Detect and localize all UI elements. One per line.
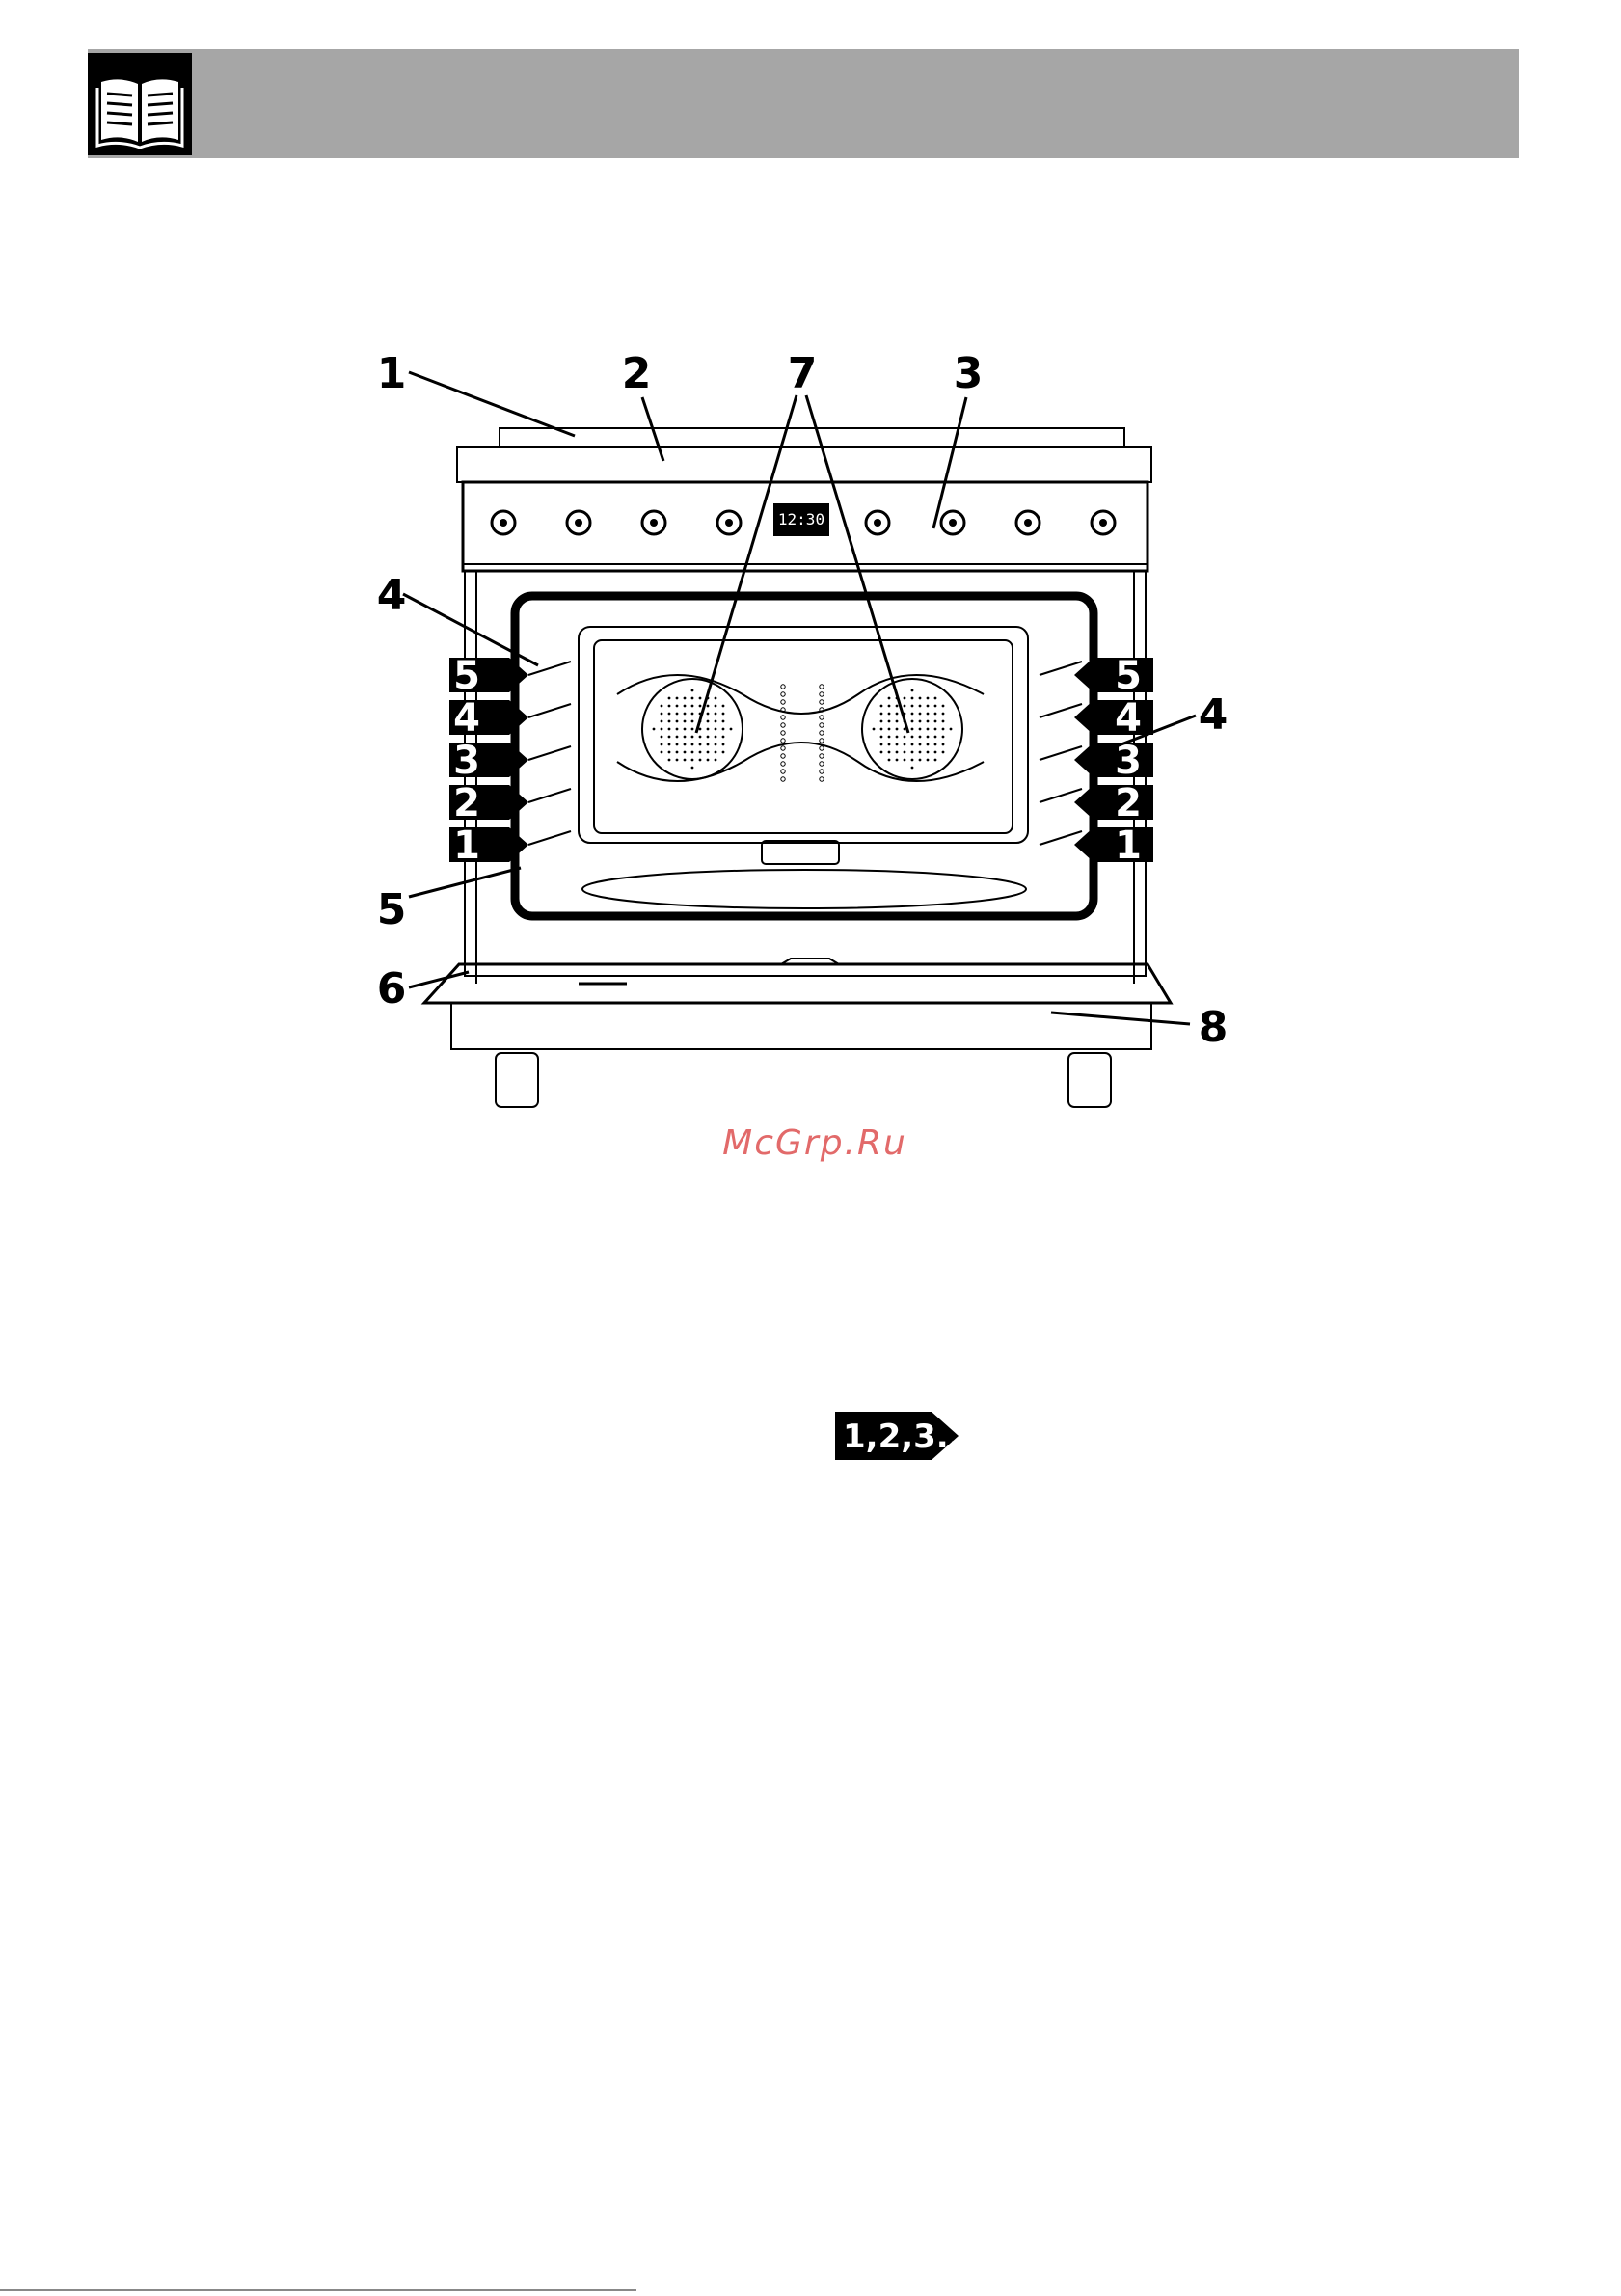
callout-3: 3 bbox=[954, 349, 984, 398]
hob-rim bbox=[457, 447, 1151, 482]
watermark: McGrp.Ru bbox=[675, 1123, 955, 1163]
level-tag-left-label: 3 bbox=[453, 739, 480, 783]
level-tag-left-label: 4 bbox=[453, 696, 480, 741]
foot-left bbox=[496, 1053, 538, 1107]
callout-4-right: 4 bbox=[1199, 690, 1229, 740]
hob-top bbox=[500, 428, 1124, 447]
level-tag-left-label: 2 bbox=[453, 781, 480, 825]
level-tag-right-label: 1 bbox=[1115, 824, 1142, 868]
level-tag-left-label: 1 bbox=[453, 824, 480, 868]
callout-6: 6 bbox=[377, 964, 407, 1013]
level-tag-right: 2 bbox=[1074, 781, 1153, 825]
sequence-tag-text: 1,2,3.. bbox=[843, 1418, 960, 1456]
oven-cavity bbox=[515, 596, 1094, 916]
callout-8: 8 bbox=[1199, 1003, 1229, 1052]
callout-5: 5 bbox=[377, 885, 407, 934]
level-tag-right: 4 bbox=[1074, 696, 1153, 741]
level-tag-right-label: 2 bbox=[1115, 781, 1142, 825]
callout-4-left: 4 bbox=[377, 571, 407, 620]
storage-drawer bbox=[451, 1003, 1151, 1049]
level-tag-left-label: 5 bbox=[453, 654, 480, 698]
leader-lines bbox=[403, 372, 1196, 1024]
sequence-tag: 1,2,3.. bbox=[835, 1412, 960, 1460]
level-tag-right: 3 bbox=[1074, 739, 1153, 783]
back-panel bbox=[579, 627, 1028, 843]
footer-rule bbox=[0, 2289, 636, 2291]
oven-door bbox=[424, 964, 1171, 1003]
foot-right bbox=[1068, 1053, 1111, 1107]
level-tag-right: 5 bbox=[1074, 654, 1153, 698]
callout-1: 1 bbox=[377, 349, 407, 398]
level-tag-right-label: 5 bbox=[1115, 654, 1142, 698]
level-tag-right: 1 bbox=[1074, 824, 1153, 868]
level-tag-right-label: 4 bbox=[1115, 696, 1142, 741]
callout-2: 2 bbox=[622, 349, 652, 398]
callout-7: 7 bbox=[788, 349, 818, 398]
clock-text: 12:30 bbox=[778, 510, 824, 528]
